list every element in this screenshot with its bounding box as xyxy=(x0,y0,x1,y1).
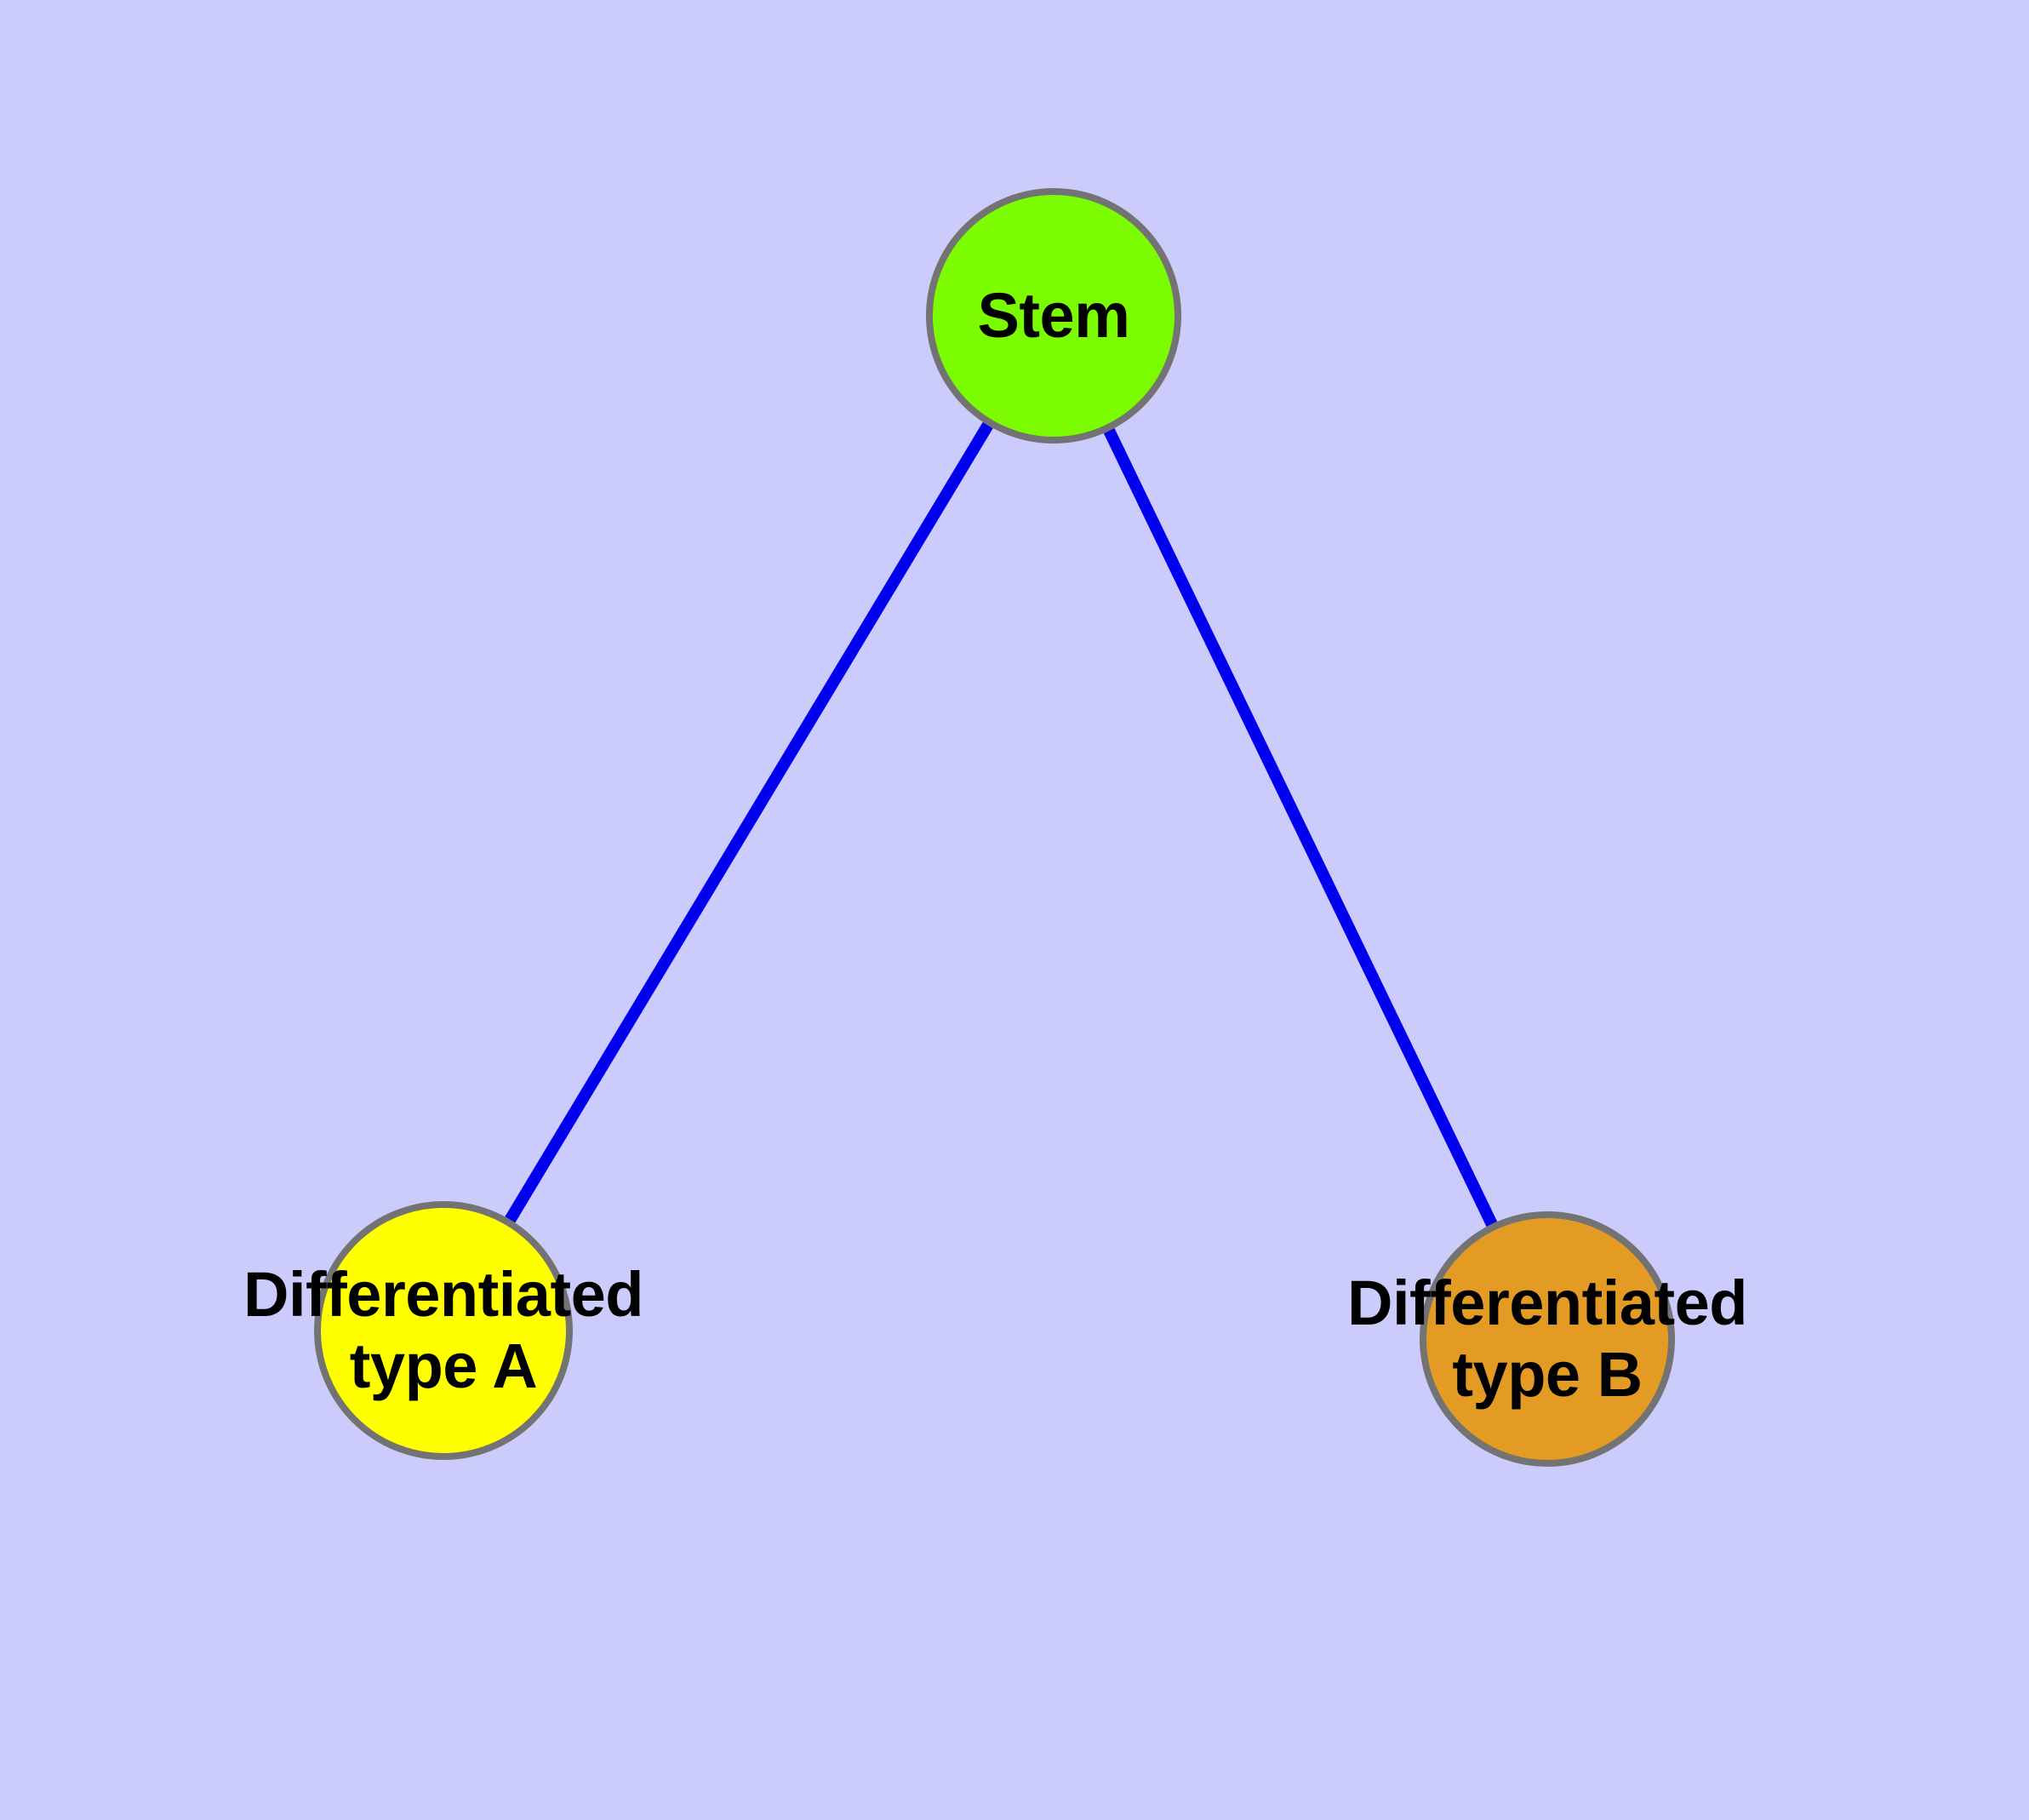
edge-layer xyxy=(505,421,1498,1227)
graph-edge-stem-diff_b[interactable] xyxy=(1103,428,1498,1227)
graph-node-diff_a[interactable] xyxy=(314,1201,573,1460)
graph-node-stem[interactable] xyxy=(926,188,1181,444)
graph-node-diff_b[interactable] xyxy=(1420,1211,1675,1467)
node-layer xyxy=(314,188,1675,1467)
graph-edge-stem-diff_a[interactable] xyxy=(505,421,993,1223)
